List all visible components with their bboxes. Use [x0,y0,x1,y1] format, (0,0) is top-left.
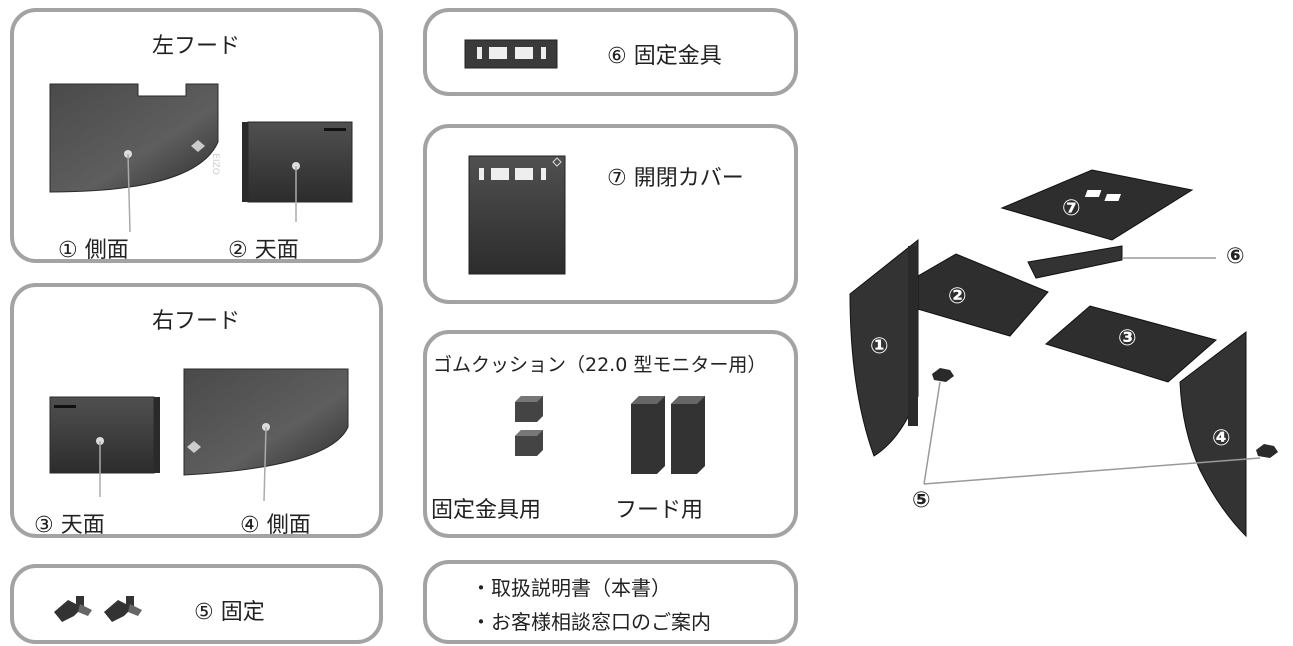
logo-watermark-1: EIZO [209,153,220,175]
right-hood-box: 右フード ③ 天面 ④ 側面 [10,283,383,538]
top-panel-3-illustration [49,396,160,497]
callout-7: ⑦ [1062,196,1081,221]
left-hood-box: 左フード EIZO ① 側面 ② 天面 [10,8,383,263]
callout-3: ③ [1118,326,1137,351]
fixture-box: ⑤ 固定 [10,564,383,644]
hood-cushion-illustration [631,396,705,474]
right-hood-title: 右フード [152,309,241,334]
part-7-label: ⑦ 開閉カバー [607,166,744,191]
part-2-label: ② 天面 [228,238,299,263]
bracket-box: ⑥ 固定金具 [423,8,798,96]
left-hood-title: 左フード [152,34,241,59]
callout-2: ② [948,284,967,309]
contact-info-text: ・お客様相談窓口のご案内 [471,610,711,634]
hood-use-label: フード用 [615,498,704,523]
callout-6: ⑥ [1226,244,1245,269]
side-panel-1-illustration [49,83,219,233]
cover-box: ⑦ 開閉カバー [423,124,798,304]
assembly-diagram [849,169,1278,538]
bracket-use-label: 固定金具用 [431,498,542,523]
side-panel-4-illustration [183,368,349,502]
cushion-title: ゴムクッション（22.0 型モニター用） [433,354,767,376]
part-4-label: ④ 側面 [240,513,311,538]
bracket-illustration [464,39,558,69]
callout-4: ④ [1212,426,1231,451]
top-panel-2-illustration [242,121,353,222]
fixture-clip-illustration [54,596,142,622]
bracket-cushion-illustration [515,396,543,456]
part-3-label: ③ 天面 [34,513,105,538]
callout-5: ⑤ [912,488,931,513]
part-1-label: ① 側面 [58,238,129,263]
documents-box: ・取扱説明書（本書） ・お客様相談窓口のご案内 [423,560,798,644]
part-5-label: ⑤ 固定 [194,600,265,625]
part-6-label: ⑥ 固定金具 [607,44,722,69]
callout-1: ① [870,334,889,359]
cover-illustration [468,155,566,275]
cushion-box: ゴムクッション（22.0 型モニター用） 固定金具用 フード用 [423,330,798,538]
manual-text: ・取扱説明書（本書） [471,576,671,600]
